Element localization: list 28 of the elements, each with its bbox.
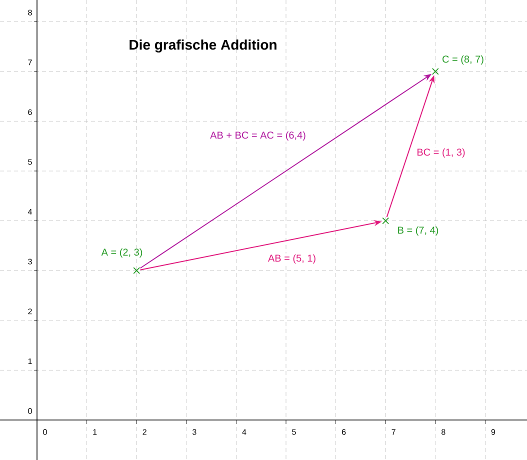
tick-label: 8 [28,10,32,16]
tick-label: 2 [28,308,32,314]
tick-label: 9 [491,429,496,435]
tick-label: 1 [28,358,32,364]
point-label: B = (7, 4) [398,226,438,236]
point-marker [133,267,140,274]
tick-label: 1 [93,429,97,435]
tick-label: 6 [342,429,346,435]
edge-label: AB + BC = AC = (6,4) [209,130,307,142]
point-label: A = (2, 3) [101,248,142,258]
tick-label: 5 [28,159,32,165]
title: Die grafische Addition [130,39,276,53]
tick-label: 8 [442,429,446,435]
point-label: C = (8, 7) [442,55,484,65]
tick-label: 5 [292,429,296,435]
tick-label: 0 [28,408,32,414]
tick-label: 3 [28,258,32,264]
tick-label: 4 [242,429,246,435]
point-marker [432,68,439,75]
tick-label: 6 [28,109,32,116]
point-marker [382,217,390,224]
edge-label: BC = (1, 3) [416,147,466,159]
tick-label: 7 [28,60,32,66]
tick-label: 0 [43,429,47,435]
tick-label: 7 [392,429,396,435]
tick-label: 3 [192,429,196,435]
tick-label: 2 [142,429,146,435]
tick-label: 4 [28,209,32,215]
